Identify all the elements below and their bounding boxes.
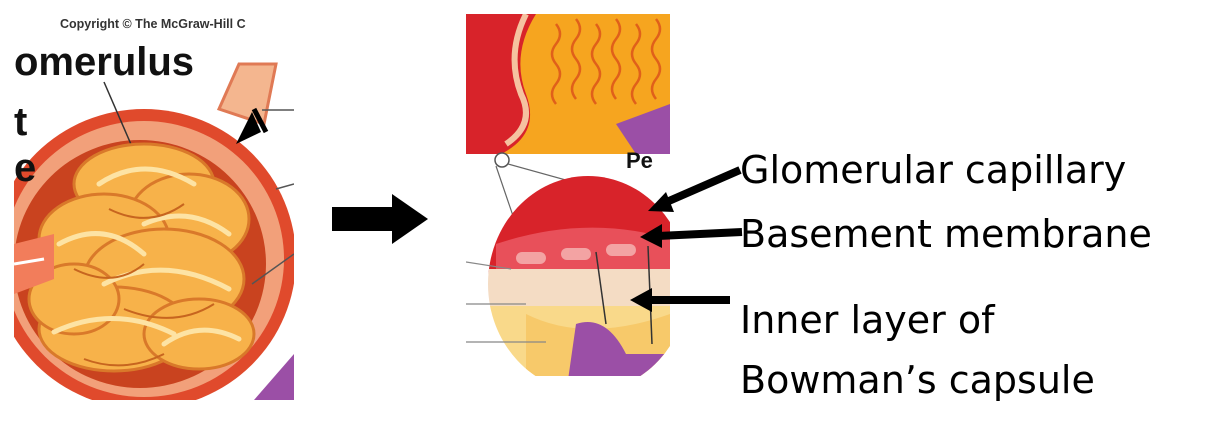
right-arrow-icon bbox=[332, 194, 428, 244]
truncated-title-fragment-3: e bbox=[14, 146, 37, 190]
label-inner-layer-line1: Inner layer of bbox=[740, 298, 995, 342]
pointer-arrow-bowman-icon bbox=[630, 288, 730, 312]
glomerulus-illustration: Copyright © The McGraw-Hill C omerulus t… bbox=[14, 14, 294, 400]
membrane-drawing bbox=[466, 14, 670, 376]
truncated-title-fragment-2: t bbox=[14, 100, 28, 144]
label-basement-membrane: Basement membrane bbox=[740, 212, 1152, 256]
label-glomerular-capillary: Glomerular capillary bbox=[740, 148, 1127, 192]
pointer-arrow-basement-icon bbox=[640, 224, 743, 248]
pointer-arrow-capillary-icon bbox=[648, 166, 742, 212]
label-inner-layer-line2: Bowman’s capsule bbox=[740, 358, 1095, 402]
filtration-membrane-illustration: Pe bbox=[466, 14, 670, 376]
truncated-label-fragment: Pe bbox=[626, 148, 653, 173]
glomerulus-drawing bbox=[14, 14, 294, 400]
copyright-notice: Copyright © The McGraw-Hill C bbox=[60, 17, 246, 31]
label-pointer-arrows bbox=[630, 166, 743, 312]
truncated-title-fragment-1: omerulus bbox=[14, 40, 195, 84]
